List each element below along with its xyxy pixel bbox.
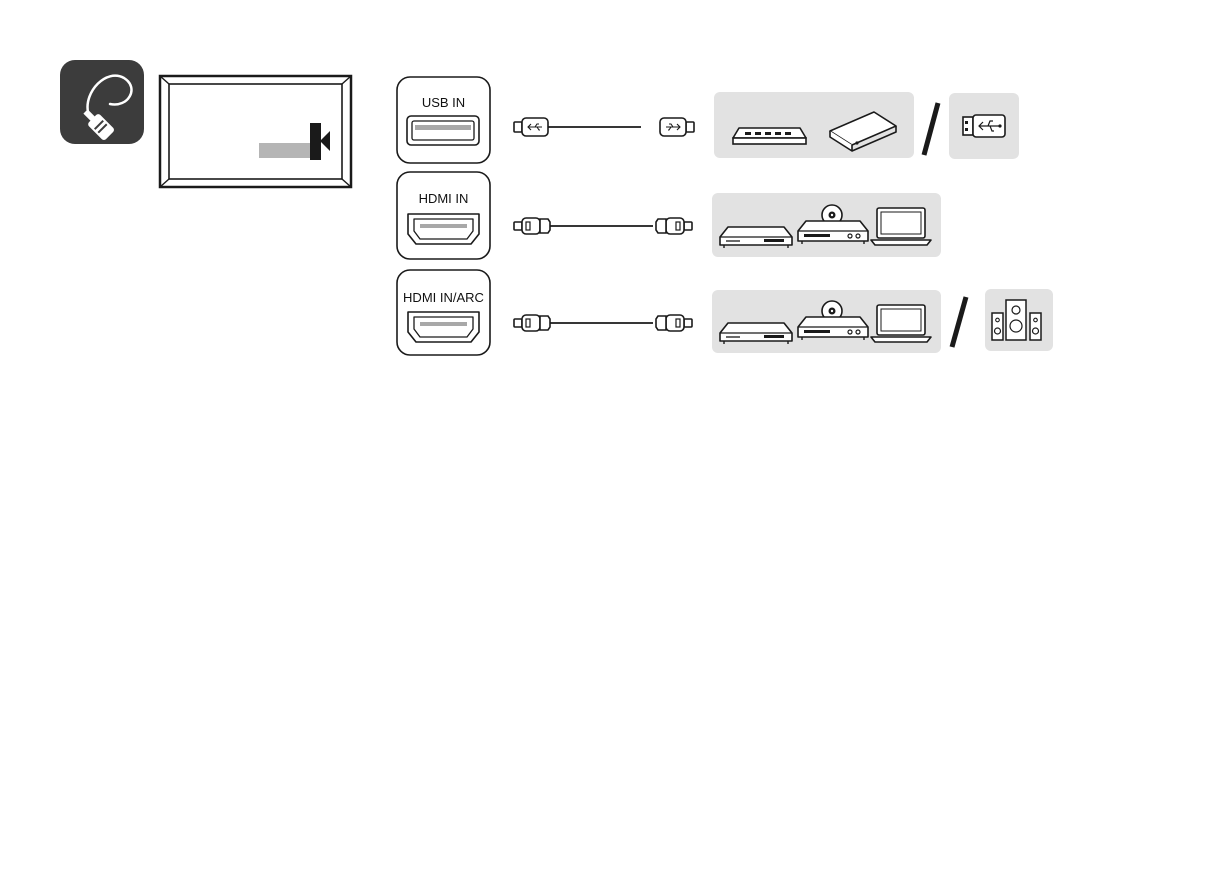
port-label-hdmi-arc: HDMI IN/ARC [403, 290, 484, 305]
hdmi-arc-row: HDMI IN/ARC [397, 270, 1053, 355]
speaker-alt-group [985, 289, 1053, 351]
hdmi-arc-cable-icon [514, 315, 692, 331]
port-label-hdmi: HDMI IN [419, 191, 469, 206]
hdmi-row: HDMI IN [397, 172, 941, 259]
tv-back-panel-icon [160, 76, 351, 187]
hdmi-port-box: HDMI IN [397, 172, 490, 259]
set-top-box-icon [720, 227, 792, 248]
terminal-panel [310, 123, 321, 160]
cable-plug-icon [60, 60, 144, 144]
usb-device-group [714, 92, 914, 158]
hdmi-port-icon [408, 312, 479, 342]
usb-flash-drive-icon [963, 115, 1005, 137]
hdmi-arc-port-box: HDMI IN/ARC [397, 270, 490, 355]
port-label-usb: USB IN [422, 95, 465, 110]
hdmi-device-group [712, 193, 941, 257]
usb-a-port-icon [407, 116, 479, 145]
separator-slash [952, 297, 966, 347]
terminal-highlight [259, 143, 310, 158]
usb-alt-group [949, 93, 1019, 159]
separator-slash [924, 103, 938, 155]
usb-row: USB IN [397, 77, 1019, 163]
hdmi-port-icon [408, 214, 479, 244]
laptop-icon [871, 208, 931, 245]
set-top-box-icon [720, 323, 792, 344]
hdmi-cable-icon [514, 218, 692, 234]
laptop-icon [871, 305, 931, 342]
hdmi-arc-device-group [712, 290, 941, 353]
usb-cable-icon [514, 118, 694, 136]
usb-port-box: USB IN [397, 77, 490, 163]
usb-hub-icon [733, 128, 806, 144]
